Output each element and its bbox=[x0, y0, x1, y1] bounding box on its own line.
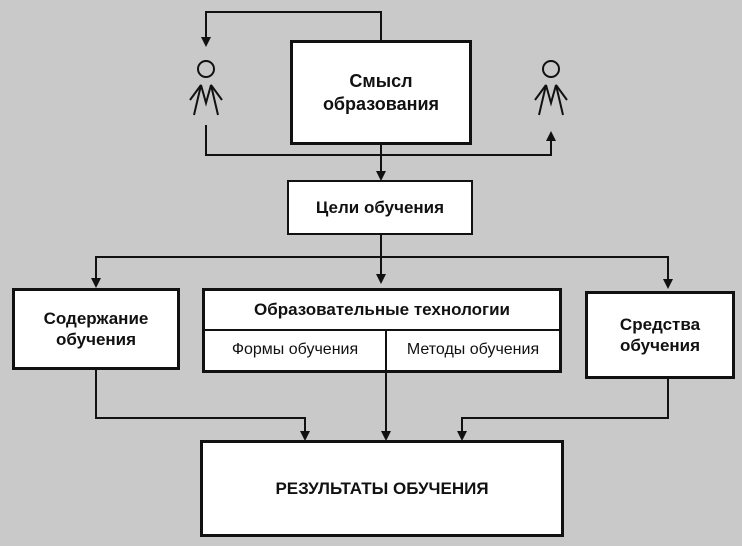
arrow-to-right-person bbox=[380, 131, 556, 156]
learning-goals-box: Цели обучения bbox=[287, 180, 473, 235]
content-line1: Содержание bbox=[43, 308, 149, 328]
person-icon-left bbox=[189, 60, 223, 116]
content-line2: обучения bbox=[55, 330, 137, 349]
learning-goals-label: Цели обучения bbox=[315, 197, 445, 217]
forms-of-learning-cell: Формы обучения bbox=[231, 340, 359, 358]
arrow-content-to-results bbox=[95, 370, 310, 441]
learning-results-box: РЕЗУЛЬТАТЫ ОБУЧЕНИЯ bbox=[200, 440, 564, 537]
means-line1: Средства bbox=[619, 314, 701, 334]
person-icon-right bbox=[534, 60, 568, 116]
means-of-learning-box: Средства обучения bbox=[585, 291, 735, 379]
means-line2: обучения bbox=[619, 336, 701, 355]
line-left-person bbox=[205, 125, 381, 156]
methods-of-learning-cell: Методы обучения bbox=[406, 340, 540, 358]
learning-results-label: РЕЗУЛЬТАТЫ ОБУЧЕНИЯ bbox=[275, 478, 489, 498]
meaning-of-education-box: Смысл образования bbox=[290, 40, 472, 145]
technologies-divider bbox=[385, 329, 387, 370]
arrow-to-content bbox=[91, 256, 381, 288]
meaning-line1: Смысл bbox=[349, 71, 413, 91]
educational-technologies-box: Образовательные технологии Формы обучени… bbox=[202, 288, 562, 373]
arrow-top-to-left-person bbox=[201, 11, 382, 47]
arrow-means-to-results bbox=[457, 370, 669, 441]
learning-content-box: Содержание обучения bbox=[12, 288, 180, 370]
technologies-title: Образовательные технологии bbox=[205, 291, 559, 331]
meaning-line2: образования bbox=[322, 93, 440, 114]
arrow-to-means bbox=[381, 256, 673, 289]
